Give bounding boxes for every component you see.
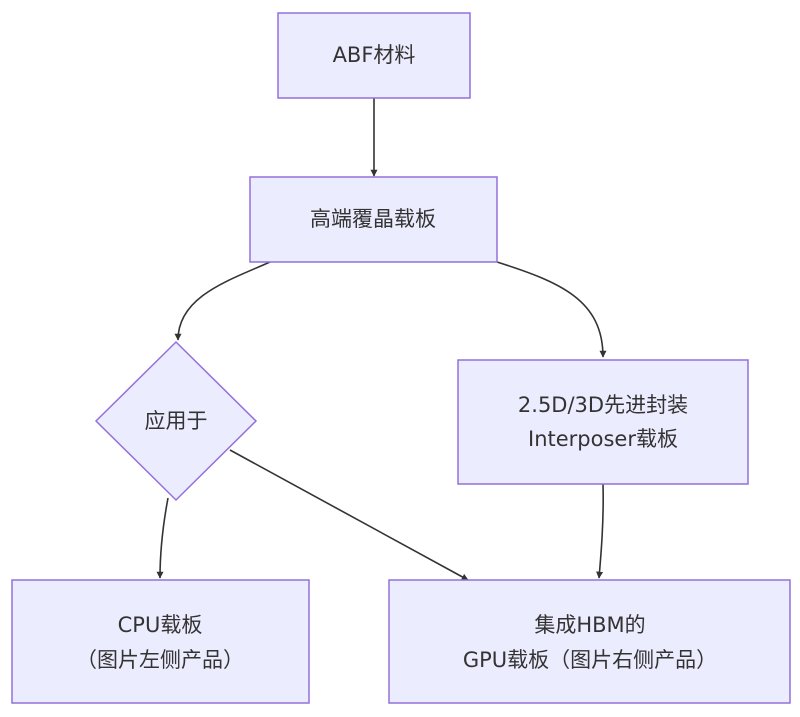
node-gpu-label-line2: GPU载板（图片右侧产品） (463, 648, 717, 672)
node-decision-applied-to: 应用于 (94, 340, 258, 502)
node-substrate-label: 高端覆晶载板 (310, 207, 436, 231)
node-abf-material: ABF材料 (277, 12, 471, 99)
edges (156, 98, 607, 581)
node-high-end-substrate: 高端覆晶载板 (249, 176, 498, 263)
node-cpu-label-line2: （图片左侧产品） (76, 648, 244, 672)
node-interposer-label-line2: Interposer载板 (528, 427, 678, 451)
node-decision-label: 应用于 (145, 409, 208, 433)
node-interposer-substrate: 2.5D/3D先进封装 Interposer载板 (457, 359, 749, 485)
edge-interposer-to-gpu (596, 483, 604, 579)
edge-decision-to-gpu (229, 449, 469, 581)
edge-substrate-to-interposer (496, 261, 607, 358)
node-cpu-substrate: CPU载板 （图片左侧产品） (11, 579, 310, 704)
node-gpu-label-line1: 集成HBM的 (534, 613, 645, 637)
node-abf-label: ABF材料 (333, 43, 416, 67)
node-interposer-label-line1: 2.5D/3D先进封装 (518, 393, 688, 417)
node-gpu-substrate: 集成HBM的 GPU载板（图片右侧产品） (388, 579, 791, 704)
node-cpu-label-line1: CPU载板 (118, 613, 203, 637)
edge-substrate-to-decision (174, 261, 271, 341)
edge-decision-to-cpu (156, 497, 169, 579)
